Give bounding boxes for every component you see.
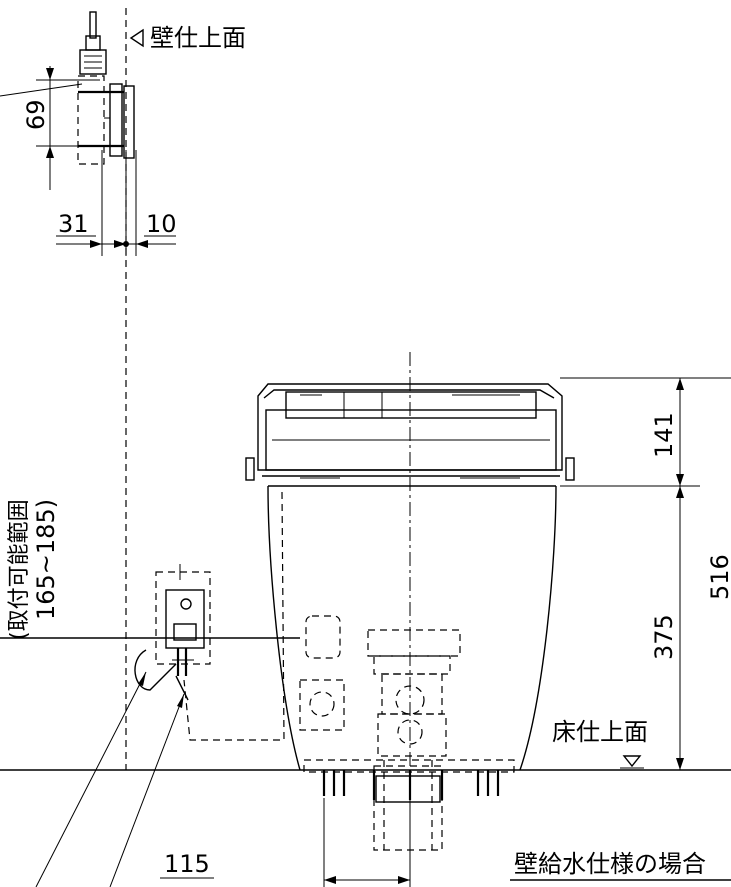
anchor-bolts (303, 759, 515, 803)
caption: 壁給水仕様の場合 (510, 850, 731, 881)
dimension-10-value: 10 (146, 210, 177, 238)
side-valve (0, 564, 300, 701)
floor-finish-marker-icon (622, 755, 642, 768)
floor-finish-reference: 床仕上面 (0, 718, 731, 771)
toilet-bowl-body (183, 352, 557, 880)
dimension-31-value: 31 (58, 210, 89, 238)
dimension-141-value: 141 (650, 412, 678, 458)
wall-valve-detail (0, 11, 135, 165)
leader-lines (35, 671, 185, 887)
dimension-69: 69 (22, 66, 100, 190)
dimensions-right: 141 375 516 (560, 377, 731, 770)
floor-finish-label: 床仕上面 (552, 718, 648, 746)
internal-plumbing (299, 615, 461, 851)
dimension-115: 115 (160, 798, 411, 887)
mounting-range-title: (取付可能範囲 (7, 499, 32, 640)
wall-finish-label: 壁仕上面 (150, 24, 246, 52)
dimension-375-value: 375 (650, 614, 678, 660)
mounting-range-values: 165~185) (32, 499, 60, 620)
wall-finish-marker-icon (129, 28, 144, 48)
mounting-range: (取付可能範囲 165~185) (7, 499, 60, 640)
dimension-516-value: 516 (706, 554, 731, 600)
toilet-top-unit (245, 383, 575, 487)
caption-text: 壁給水仕様の場合 (514, 850, 706, 878)
dimension-115-value: 115 (164, 850, 210, 878)
wall-finish-reference: 壁仕上面 (125, 8, 246, 770)
dimension-31-10: 31 10 (56, 150, 177, 256)
dimension-69-value: 69 (22, 99, 50, 130)
